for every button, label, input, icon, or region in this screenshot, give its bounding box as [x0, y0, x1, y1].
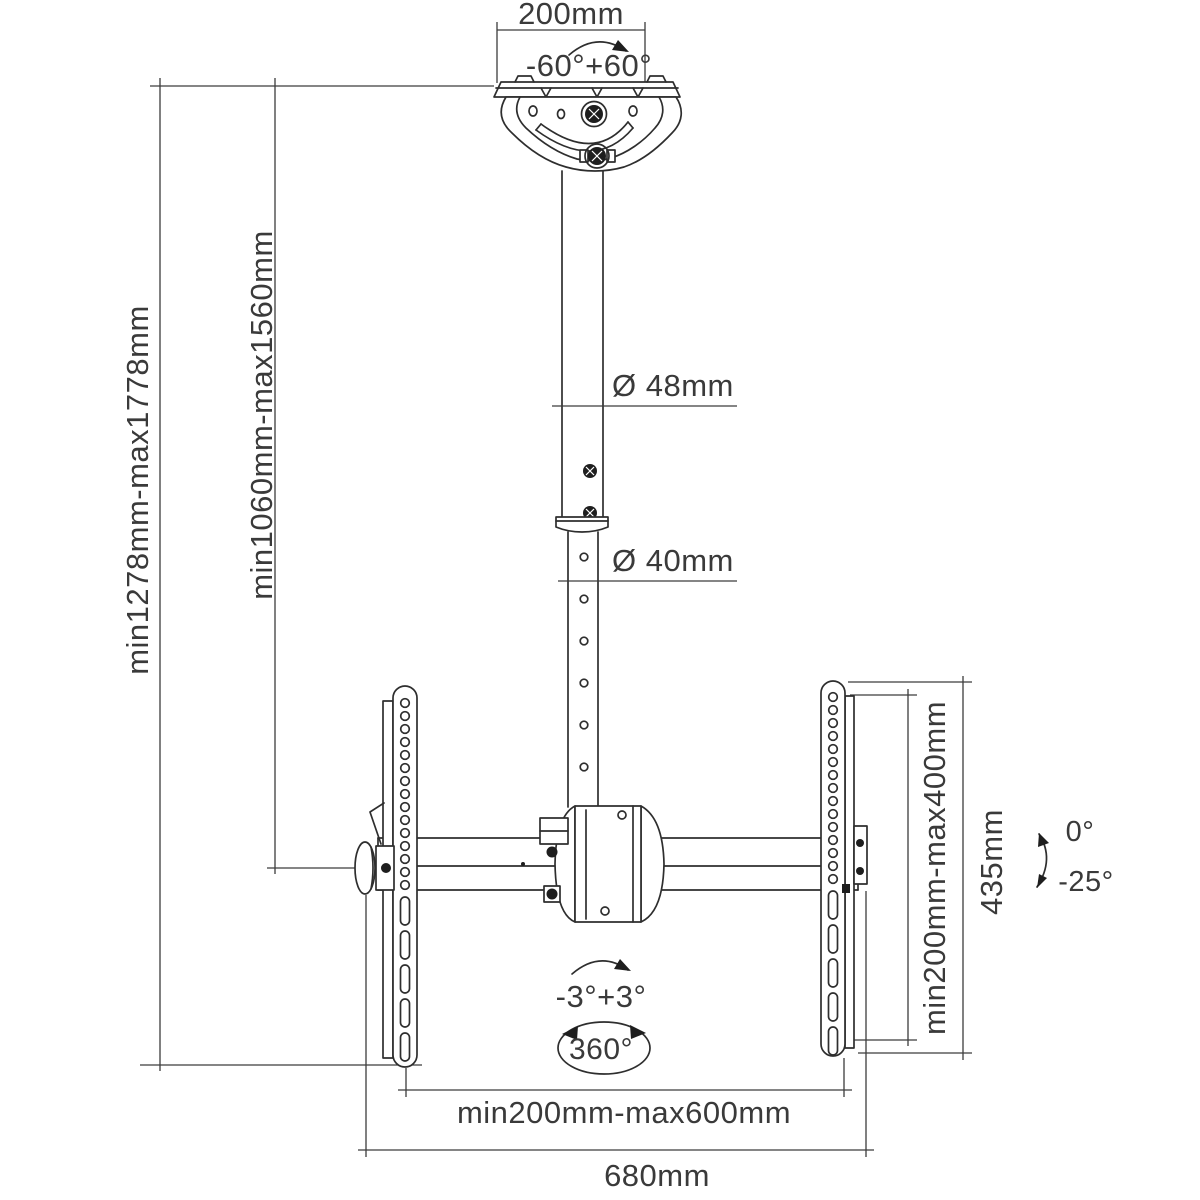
rotation-ellipse-icon: [557, 1021, 651, 1075]
angle-annotations: [557, 40, 1049, 1075]
ceiling-bracket: [493, 75, 683, 172]
swivel-bolt: [580, 100, 608, 128]
label-swivel-range: -60°+60°: [526, 48, 652, 83]
label-pole-drop: min1060mm-max1560mm: [244, 230, 279, 600]
label-vesa-horizontal-range: min200mm-max600mm: [457, 1095, 791, 1130]
label-overall-width: 680mm: [604, 1158, 710, 1193]
left-arm-slots: [399, 896, 411, 1062]
tilt-arc-icon: [1036, 833, 1049, 888]
dimension-lines: [140, 22, 972, 1157]
level-arc-icon: [571, 959, 631, 975]
pole-adjustment-holes: [579, 552, 589, 772]
label-rotation-range: 360°: [569, 1033, 633, 1066]
right-arm-holes: [827, 691, 839, 885]
label-ceiling-plate-width: 200mm: [518, 0, 624, 31]
swivel-arc-icon: [568, 40, 629, 56]
tension-knob: [354, 841, 395, 895]
pole-coupler: [539, 805, 665, 923]
right-arm-slots: [827, 890, 839, 1056]
left-arm-holes: [399, 697, 411, 891]
label-bracket-height: 435mm: [974, 809, 1009, 915]
right-arm-clamp: [842, 825, 868, 893]
left-bracket-arm: [354, 685, 418, 1068]
label-tilt-down: -25°: [1058, 866, 1114, 898]
label-vesa-vertical-range: min200mm-max400mm: [917, 701, 952, 1035]
labels: 200mm -60°+60° min1278mm-max1778mm min10…: [120, 0, 1114, 1193]
pole-assembly: [552, 170, 737, 808]
label-lower-pole-diameter: Ø 40mm: [612, 543, 734, 578]
label-tilt-up: 0°: [1066, 816, 1095, 848]
label-upper-pole-diameter: Ø 48mm: [612, 368, 734, 403]
locking-bolt: [579, 143, 616, 169]
label-overall-drop: min1278mm-max1778mm: [120, 305, 155, 675]
right-bracket-arm: [820, 680, 868, 1057]
label-level-adjust-range: -3°+3°: [556, 979, 647, 1014]
pole-bolt-upper: [583, 464, 597, 478]
